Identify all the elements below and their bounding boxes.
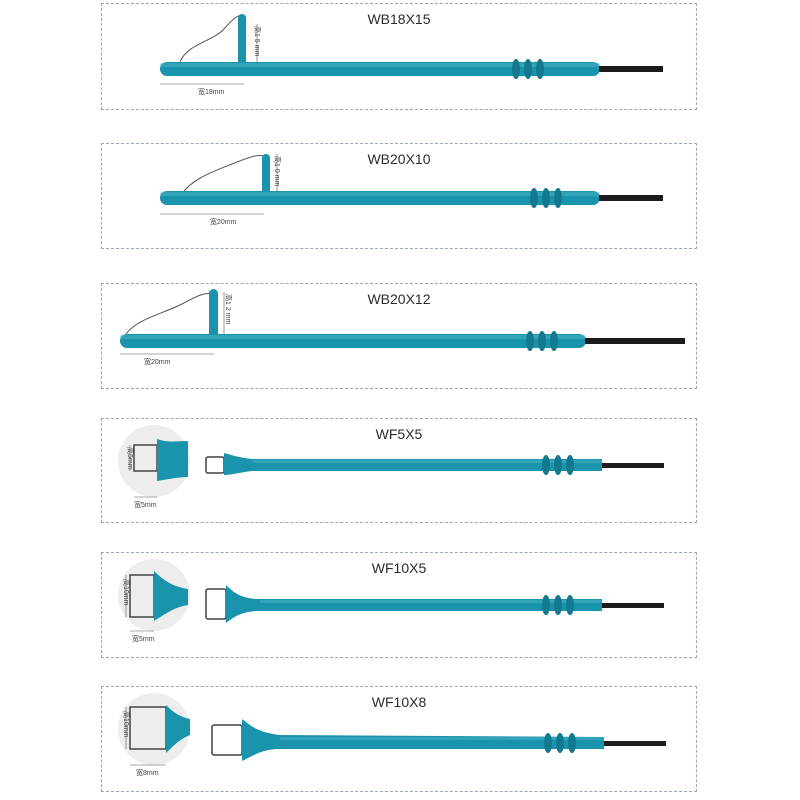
electrode-wf5x5: 高5mm 宽5mm (118, 425, 664, 509)
model-label: WF5X5 (375, 426, 423, 442)
width-dimension: 宽5mm (132, 634, 155, 643)
electrode-wf10x8: 高10mm 宽8mm (118, 693, 666, 777)
width-dimension: 宽20mm (144, 357, 171, 366)
model-label: WB20X12 (367, 291, 431, 307)
product-panel-wb20x12: WB20X12 高1 2 mm 宽20mm (101, 283, 697, 389)
product-panel-wb20x10: WB20X10 高1 0 mm 宽20mm (101, 143, 697, 249)
wire-loop (179, 15, 243, 63)
model-label: WF10X5 (371, 560, 427, 576)
model-label: WB18X15 (367, 11, 431, 27)
height-dimension: 高1 5 mm (253, 26, 262, 57)
grip-ring (524, 59, 532, 79)
product-panel-wf10x5: WF10X5 高10mm 宽5mm (101, 552, 697, 658)
grip-ring (512, 59, 520, 79)
height-dimension: 高10mm (122, 579, 131, 606)
electrode-wb20x10: 高1 0 mm 宽20mm (160, 154, 663, 226)
product-panel-wb18x15: WB18X15 高1 5 mm 宽18mm (101, 3, 697, 110)
loop-post (238, 14, 246, 70)
model-label: WF10X8 (371, 694, 427, 710)
height-dimension: 高5mm (126, 447, 135, 470)
height-dimension: 高10mm (122, 711, 131, 738)
height-dimension: 高1 0 mm (273, 156, 282, 187)
metal-tip (599, 66, 663, 72)
width-dimension: 宽8mm (136, 768, 159, 777)
width-dimension: 宽5mm (134, 500, 157, 509)
height-dimension: 高1 2 mm (224, 294, 233, 325)
model-label: WB20X10 (367, 151, 431, 167)
electrode-wb20x12: 高1 2 mm 宽20mm (120, 289, 685, 366)
width-dimension: 宽20mm (210, 217, 237, 226)
product-panel-wf5x5: WF5X5 高5mm 宽5mm (101, 418, 697, 523)
width-dimension: 宽18mm (198, 87, 225, 96)
electrode-wf10x5: 高10mm 宽5mm (118, 559, 664, 643)
product-panel-wf10x8: WF10X8 高10mm 宽8mm (101, 686, 697, 792)
grip-ring (536, 59, 544, 79)
electrode-wb18x15: 高1 5 mm 宽18mm (160, 14, 663, 96)
